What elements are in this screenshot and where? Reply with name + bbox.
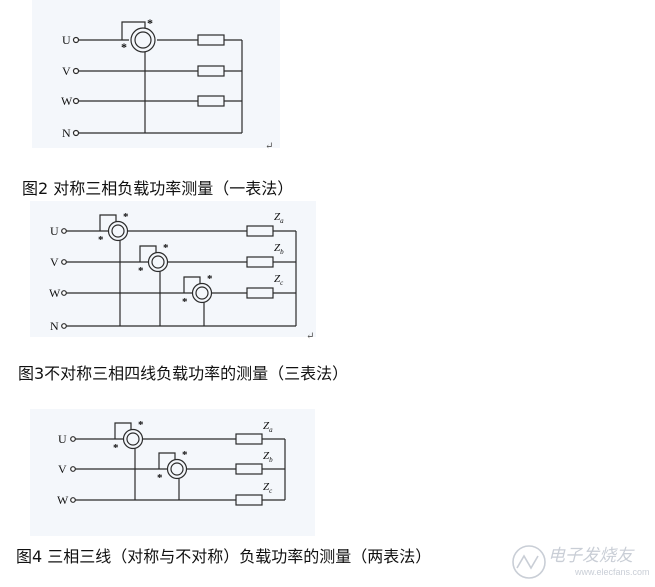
load-label-za: Za xyxy=(274,211,284,225)
figure-2-caption: 图2 对称三相负载功率测量（一表法） xyxy=(22,179,294,198)
polarity-mark: * xyxy=(163,242,169,254)
line-label-u: U xyxy=(62,33,71,47)
polarity-mark: * xyxy=(182,449,188,461)
polarity-mark: * xyxy=(138,265,144,277)
figure-2-panel xyxy=(32,0,280,148)
polarity-mark: * xyxy=(121,40,127,54)
figure-2-diagram: U V W N * * ↵ xyxy=(61,16,273,150)
watermark-url: www.elecfans.com xyxy=(575,567,650,577)
line-label-v: V xyxy=(50,255,59,269)
line-label-u: U xyxy=(50,224,59,238)
line-label-w: W xyxy=(49,286,61,300)
polarity-mark: * xyxy=(182,296,188,308)
line-label-w: W xyxy=(61,94,73,108)
figure-3-caption: 图3不对称三相四线负载功率的测量（三表法） xyxy=(18,364,349,383)
return-mark: ↵ xyxy=(306,331,314,341)
line-label-v: V xyxy=(62,64,71,78)
polarity-mark: * xyxy=(123,211,129,223)
load-label-zc: Zc xyxy=(263,481,273,495)
figure-4-diagram: U V W * * * * Za Zb Zc xyxy=(57,419,286,507)
figure-3-diagram: U V W N * * * * * * Za Zb Zc ↵ xyxy=(49,211,314,341)
polarity-mark: * xyxy=(157,472,163,484)
polarity-mark: * xyxy=(138,419,144,431)
watermark-logo-icon xyxy=(512,545,546,579)
line-label-n: N xyxy=(62,126,71,140)
figure-3-panel xyxy=(30,201,316,337)
load-label-za: Za xyxy=(263,420,273,434)
load-label-zb: Zb xyxy=(274,242,284,256)
line-label-v: V xyxy=(58,462,67,476)
return-mark: ↵ xyxy=(265,141,273,150)
polarity-mark: * xyxy=(98,234,104,246)
polarity-mark: * xyxy=(147,16,153,30)
line-label-u: U xyxy=(58,432,67,446)
load-label-zc: Zc xyxy=(274,273,284,287)
watermark-text: 电子发烧友 xyxy=(548,546,633,566)
line-label-w: W xyxy=(57,493,69,507)
figure-4-caption: 图4 三相三线（对称与不对称）负载功率的测量（两表法） xyxy=(16,547,432,566)
polarity-mark: * xyxy=(113,442,119,454)
load-label-zb: Zb xyxy=(263,450,273,464)
polarity-mark: * xyxy=(207,273,213,285)
line-label-n: N xyxy=(50,319,59,333)
